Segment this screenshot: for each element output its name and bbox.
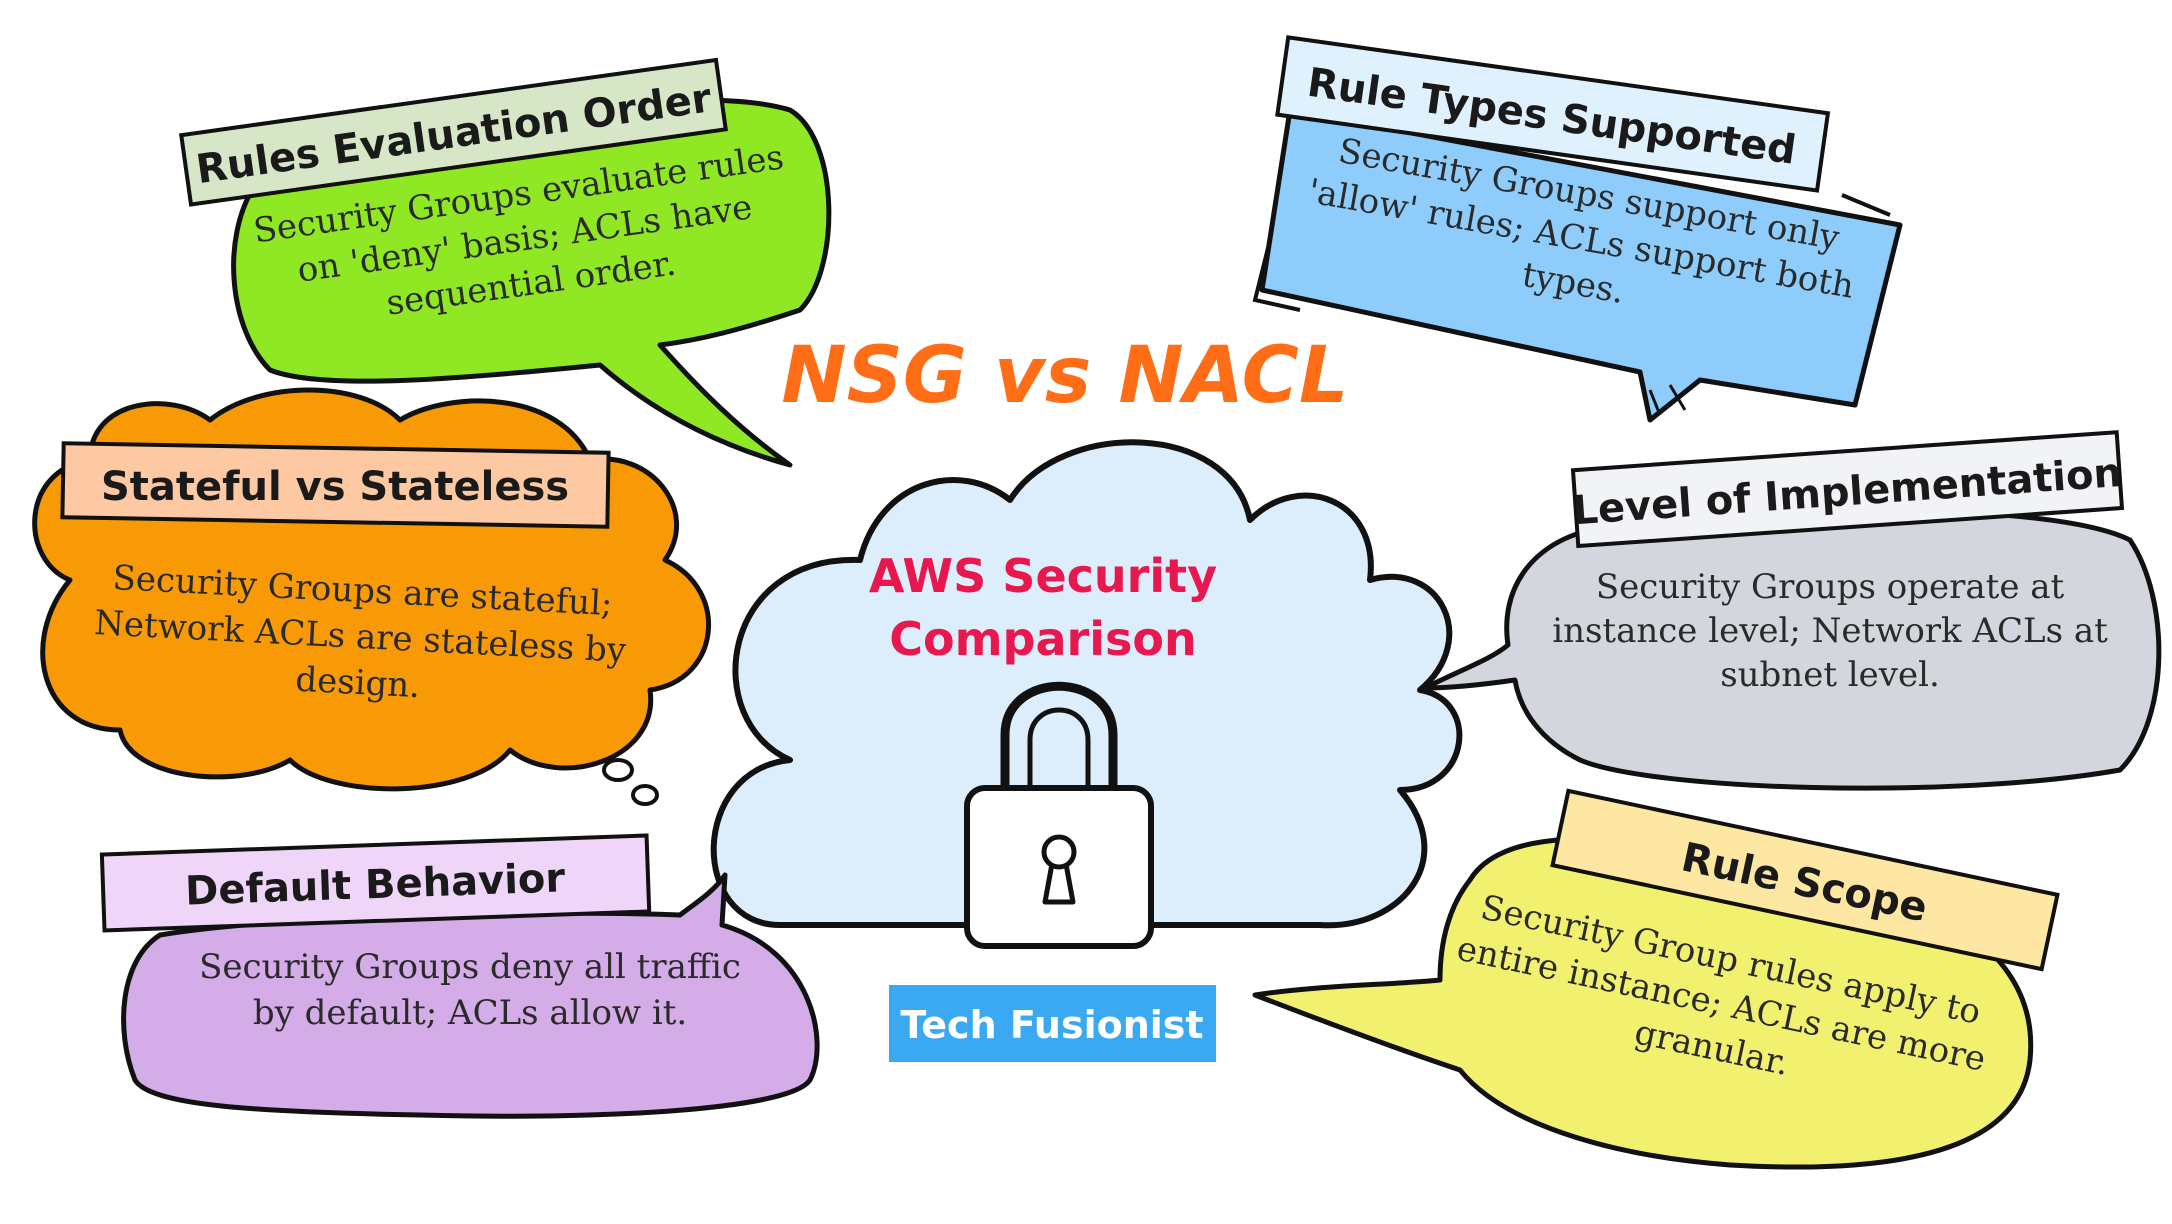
card-rule-scope: Rule Scope Security Group rules apply to…	[1252, 788, 2060, 1170]
card-text-line: Security Groups operate at	[1596, 567, 2065, 607]
card-rules-evaluation-order: Rules Evaluation Order Security Groups e…	[179, 57, 832, 468]
center-title-line1: AWS Security	[869, 549, 1217, 603]
card-level-of-implementation: Level of Implementation Security Groups …	[1422, 430, 2162, 791]
card-text-line: design.	[294, 660, 421, 706]
brand-label: Tech Fusionist	[900, 1003, 1203, 1047]
card-header	[179, 57, 729, 207]
card-text-line: Security Groups deny all traffic	[199, 947, 741, 987]
card-default-behavior: Default Behavior Security Groups deny al…	[99, 833, 820, 1119]
card-header	[1275, 35, 1831, 193]
padlock-icon	[964, 681, 1154, 949]
card-header	[99, 833, 652, 933]
card-text-line: by default; ACLs allow it.	[253, 993, 687, 1033]
card-rule-types-supported: Rule Types Supported Security Groups sup…	[1252, 35, 1903, 423]
card-heading: Stateful vs Stateless	[101, 464, 569, 510]
card-header	[60, 441, 611, 529]
cloud-icon	[710, 439, 1463, 929]
brand-badge: Tech Fusionist	[889, 985, 1216, 1062]
center-title-line2: Comparison	[889, 612, 1196, 666]
card-text-line: subnet level.	[1720, 655, 1940, 695]
card-stateful-vs-stateless: Stateful vs Stateless Security Groups ar…	[32, 387, 712, 806]
card-text-line: instance level; Network ACLs at	[1552, 611, 2108, 651]
speech-bubble	[1259, 107, 1903, 423]
speech-bubble	[1422, 508, 2162, 791]
center-cloud: AWS Security Comparison	[710, 439, 1463, 949]
speech-bubble	[231, 97, 832, 468]
card-header	[1570, 430, 2125, 549]
card-header	[1550, 788, 2060, 972]
thought-bubble-dots	[602, 758, 659, 806]
diagram-title: NSG vs NACL	[781, 331, 1348, 421]
